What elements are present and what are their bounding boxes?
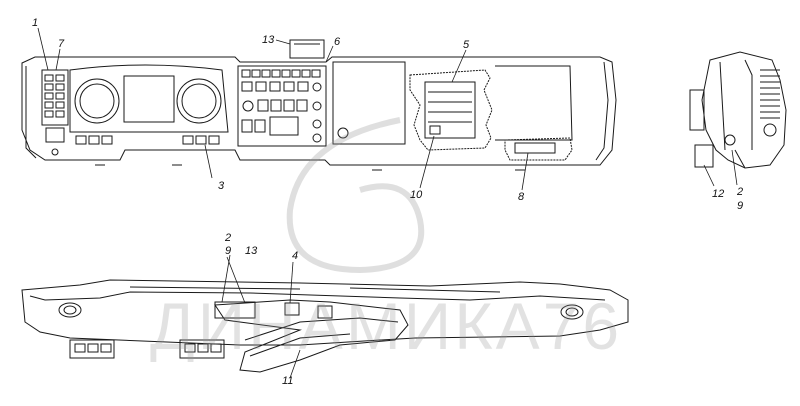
callout-1: 1: [32, 17, 39, 29]
callout-2-right: 2: [737, 186, 744, 198]
callout-11: 11: [282, 375, 294, 387]
callout-4: 4: [292, 250, 299, 262]
callout-3: 3: [218, 180, 225, 192]
callout-8: 8: [518, 191, 525, 203]
callout-2-bottom: 2: [225, 232, 232, 244]
leader-lines: [37, 27, 738, 379]
callout-13-bottom: 13: [245, 245, 258, 257]
callout-7: 7: [58, 38, 65, 50]
dashboard-front-view: [21, 39, 617, 171]
dashboard-bottom-view: [21, 279, 629, 373]
callout-6: 6: [334, 36, 341, 48]
callout-13-top: 13: [262, 34, 275, 46]
watermark-logo: [286, 117, 425, 274]
dashboard-side-view: [689, 51, 787, 169]
callout-10: 10: [410, 189, 423, 201]
callout-9-bottom: 9: [225, 245, 232, 257]
callout-9-right: 9: [737, 200, 744, 212]
watermark-text: ДИНАМИКА76: [150, 289, 623, 363]
callout-12: 12: [712, 188, 725, 200]
callout-5: 5: [463, 39, 470, 51]
